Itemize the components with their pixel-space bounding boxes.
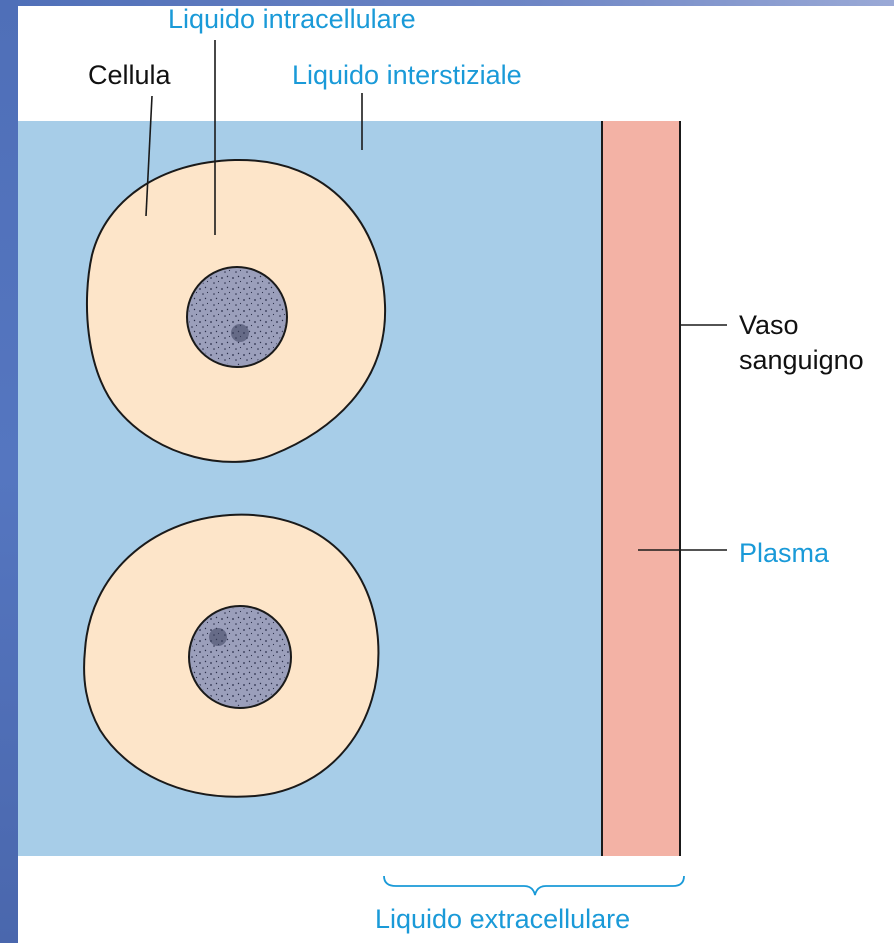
slide-left-band	[0, 0, 18, 943]
label-vessel-line1: Vaso	[739, 310, 799, 340]
slide-top-band	[0, 0, 894, 6]
label-vessel-line2: sanguigno	[739, 345, 864, 375]
label-intracellular-fluid: Liquido intracellulare	[168, 4, 416, 34]
nucleolus-lower	[209, 628, 227, 646]
leader-line-cell	[145, 95, 153, 217]
extracellular-brace	[383, 875, 685, 896]
nucleus-upper-chromatin	[189, 269, 285, 365]
label-extracellular-fluid: Liquido extracellulare	[375, 904, 631, 934]
label-interstitial-fluid: Liquido interstiziale	[292, 60, 522, 90]
label-plasma: Plasma	[739, 538, 830, 568]
nucleus-lower-chromatin	[191, 608, 289, 706]
nucleolus-upper	[231, 324, 249, 342]
label-cell: Cellula	[88, 60, 171, 90]
blood-vessel-plasma	[602, 121, 680, 856]
